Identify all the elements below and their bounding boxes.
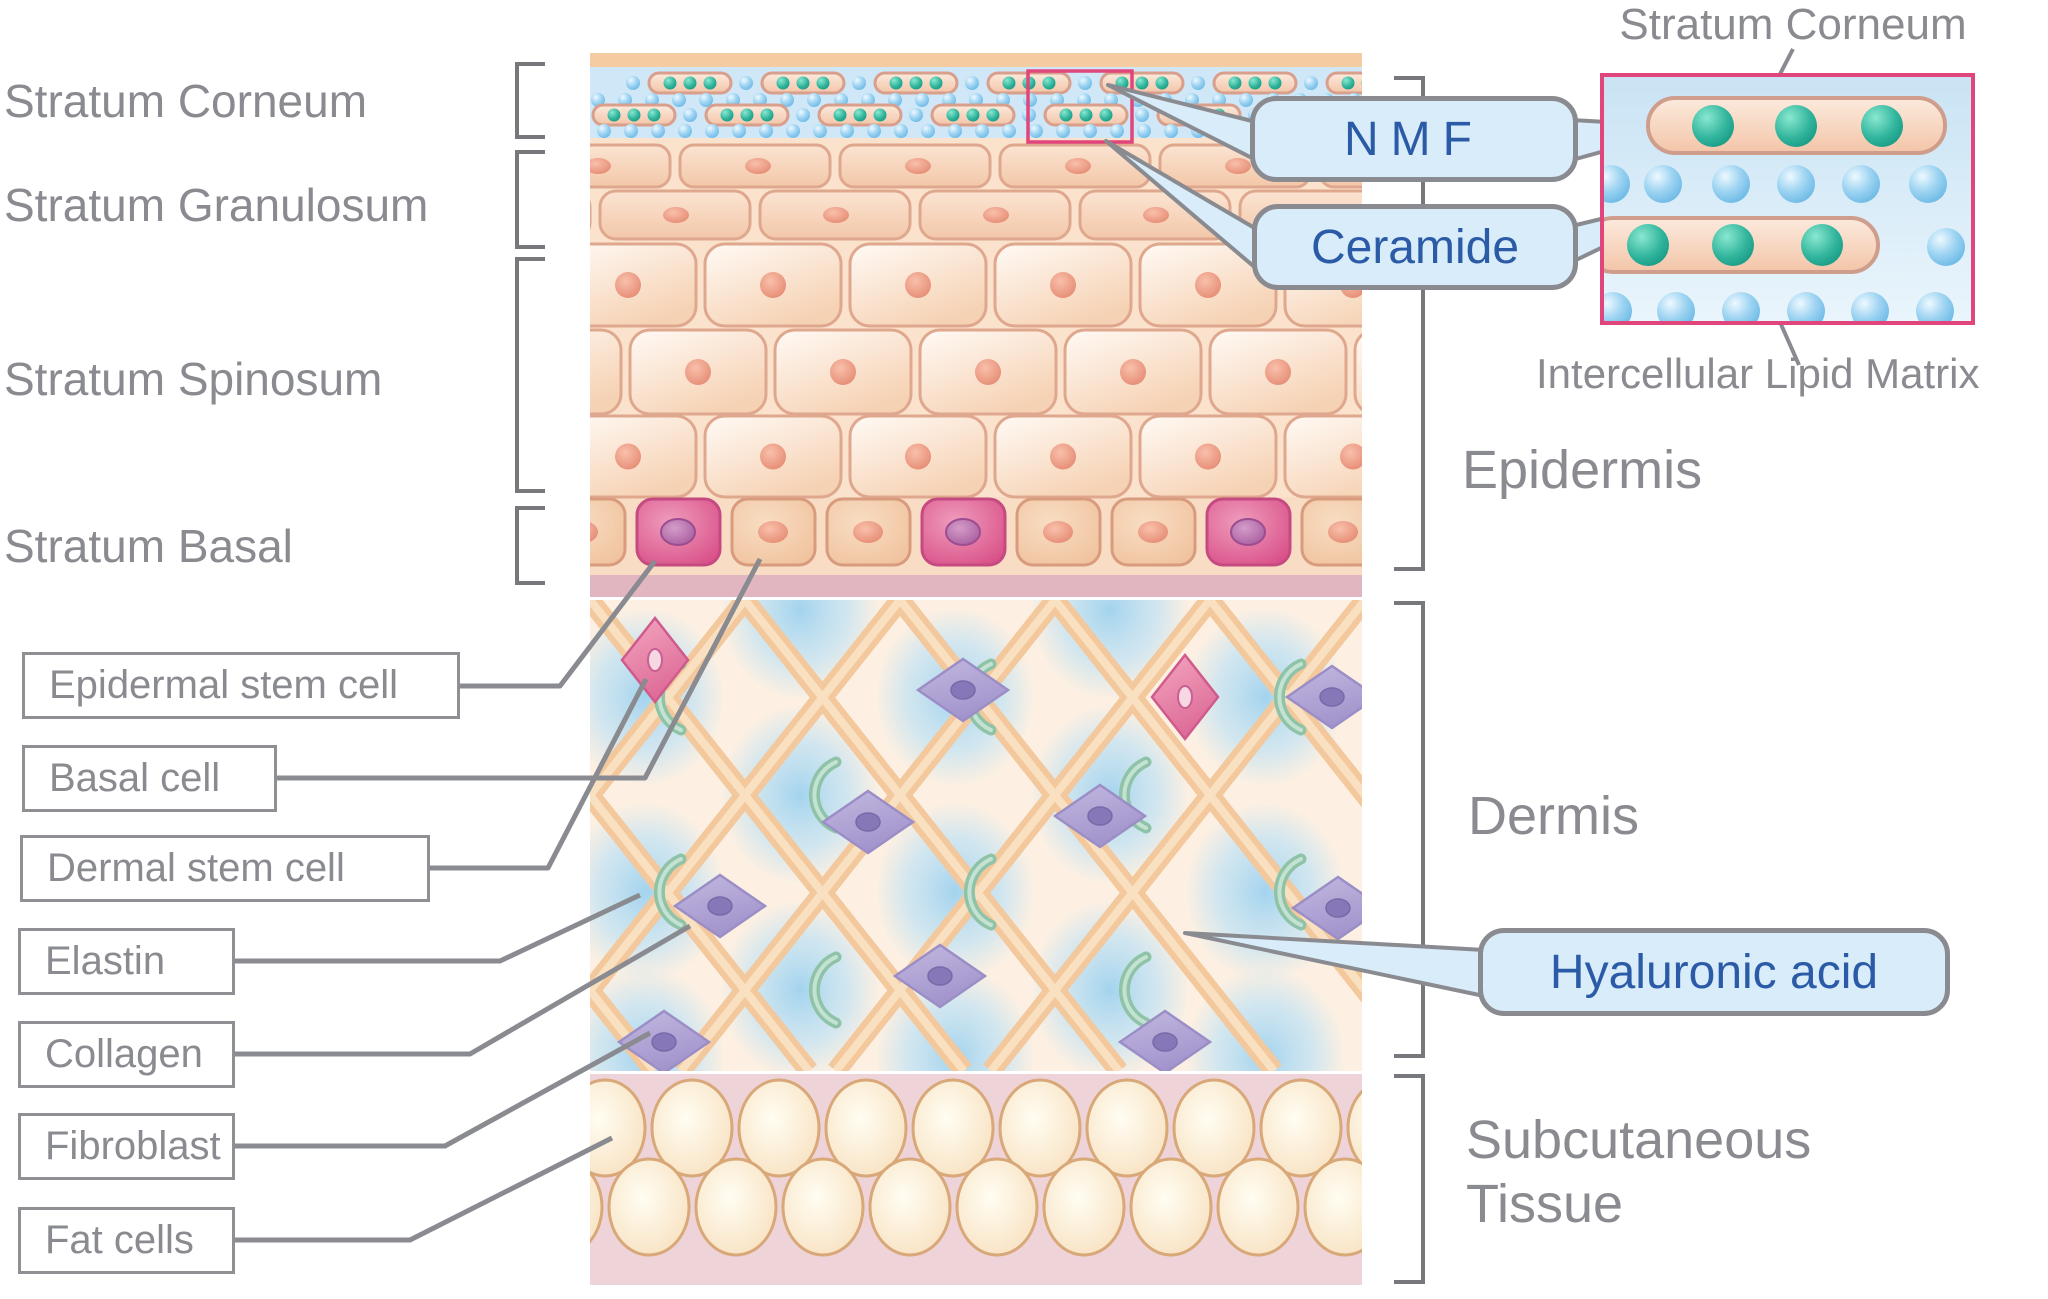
fat-cell [781, 1157, 865, 1257]
label-epidermis: Epidermis [1462, 440, 1703, 500]
inset-caption-lipid-matrix: Intercellular Lipid Matrix [1536, 350, 1980, 397]
basal-cell-shape [590, 497, 627, 567]
hyaluronic-acid-patch [720, 900, 880, 1071]
hyaluronic-acid-patch [1185, 967, 1345, 1071]
bracket-epidermis [1394, 76, 1425, 571]
inset-title-stratum-corneum: Stratum Corneum [1619, 0, 1967, 49]
ceramide-droplet [1722, 292, 1760, 321]
ceramide-droplet [1916, 292, 1954, 321]
fat-cell [998, 1078, 1082, 1178]
nmf-granule [1861, 105, 1903, 147]
fat-cell [1216, 1157, 1300, 1257]
leader-fat-cells [235, 1135, 614, 1243]
fat-cell [1129, 1157, 1213, 1257]
ceramide-droplet [1712, 165, 1750, 203]
bracket-dermis [1394, 601, 1425, 1058]
ceramide-droplet [1909, 165, 1947, 203]
leader-lines [235, 557, 763, 1243]
nmf-granule [1692, 105, 1734, 147]
ceramide-droplet [1657, 292, 1695, 321]
ceramide-droplet [1644, 165, 1682, 203]
leader-basal-cell [277, 557, 763, 781]
leader-elastin [235, 892, 642, 964]
nmf-granule [1712, 224, 1754, 266]
callout-hyaluronic-acid: Hyaluronic acid [1478, 928, 1950, 1016]
label-stratum-granulosum: Stratum Granulosum [4, 179, 429, 231]
inset-border [1600, 73, 1975, 325]
ceramide-droplet [1842, 165, 1880, 203]
callout-nmf: NMF [1250, 96, 1578, 182]
label-stratum-spinosum: Stratum Spinosum [4, 353, 383, 405]
label-subcutaneous-tissue: Subcutaneous Tissue [1466, 1108, 1811, 1236]
leader-fibroblast [235, 1030, 652, 1149]
stratum-spinosum-layer [590, 242, 1362, 499]
label-subcutaneous-line2: Tissue [1466, 1174, 1624, 1234]
fat-cell [868, 1157, 952, 1257]
corneum-highlight-box [1026, 69, 1134, 144]
hyaluronic-acid-patch [720, 705, 880, 885]
leader-collagen [235, 923, 692, 1057]
label-collagen: Collagen [18, 1021, 235, 1088]
ceramide-droplet [1787, 292, 1825, 321]
nmf-granule [1801, 224, 1843, 266]
bracket-stratum-spinosum [515, 257, 545, 493]
label-stratum-corneum: Stratum Corneum [4, 75, 368, 127]
fat-cell [911, 1078, 995, 1178]
label-stratum-basal: Stratum Basal [4, 520, 293, 572]
ceramide-droplet [1851, 292, 1889, 321]
ceramide-droplet [1604, 292, 1632, 321]
fat-cell [1085, 1078, 1169, 1178]
leader-epidermal-stem-cell [460, 559, 657, 689]
fat-cell [1346, 1089, 1362, 1167]
stratum-basal-layer [590, 497, 1362, 567]
ceramide-droplet [1604, 165, 1630, 203]
fat-cell [824, 1078, 908, 1178]
fat-cell [1172, 1078, 1256, 1178]
fat-cell [607, 1157, 691, 1257]
dermis-layer [590, 600, 1362, 1071]
fat-cell [694, 1157, 778, 1257]
fat-cell [1259, 1078, 1343, 1178]
label-fat-cells: Fat cells [18, 1207, 235, 1274]
fat-cell [650, 1078, 734, 1178]
subcutaneous-layer [590, 1078, 1362, 1257]
hyaluronic-acid-patch [875, 802, 1035, 982]
hyaluronic-acid-patch [875, 967, 1035, 1071]
fat-cell [955, 1157, 1039, 1257]
leader-dermal-stem-cell [430, 677, 649, 871]
fat-cell [1303, 1157, 1362, 1257]
label-dermis: Dermis [1468, 786, 1639, 846]
ceramide-droplet [1927, 228, 1965, 266]
fat-cell [590, 1078, 647, 1178]
inset-panel [1600, 73, 1975, 325]
bracket-stratum-granulosum [515, 150, 545, 249]
label-basal-cell: Basal cell [22, 745, 277, 812]
nmf-granule [1775, 105, 1817, 147]
bracket-stratum-basal [515, 506, 545, 585]
ceramide-droplet [1777, 165, 1815, 203]
label-subcutaneous-line1: Subcutaneous [1466, 1110, 1812, 1170]
stratum-corneum-layer [591, 71, 1362, 138]
label-epidermal-stem-cell: Epidermal stem cell [22, 652, 460, 719]
fat-cell [590, 1170, 604, 1244]
callout-ceramide: Ceramide [1252, 204, 1578, 290]
fat-cell [737, 1078, 821, 1178]
nmf-granule [1627, 224, 1669, 266]
bracket-stratum-corneum [515, 62, 545, 139]
bracket-subcutaneous [1394, 1074, 1425, 1284]
label-elastin: Elastin [18, 928, 235, 995]
hyaluronic-acid-patch [1185, 607, 1345, 787]
label-dermal-stem-cell: Dermal stem cell [20, 835, 430, 902]
label-fibroblast: Fibroblast [18, 1113, 235, 1180]
layer-brackets [515, 62, 1425, 1284]
fat-cell [1042, 1157, 1126, 1257]
